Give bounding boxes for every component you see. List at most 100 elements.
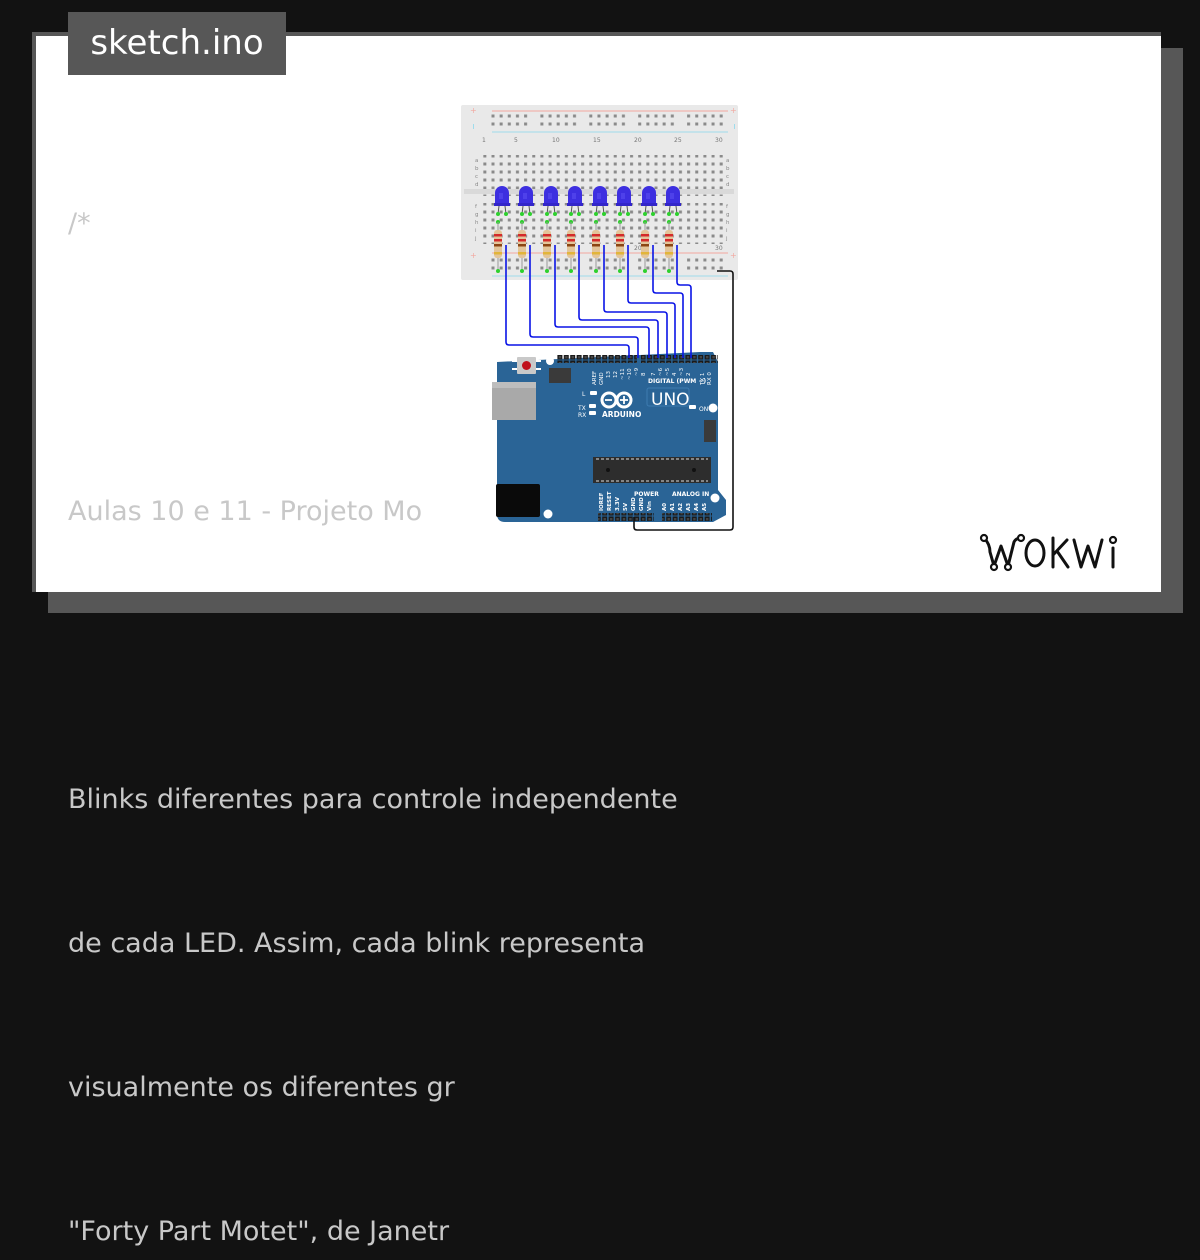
svg-text:GND: GND: [639, 497, 645, 511]
svg-text:5V: 5V: [623, 502, 629, 511]
svg-text:4: 4: [672, 372, 678, 376]
svg-text:IOREF: IOREF: [599, 492, 605, 511]
svg-text:h: h: [475, 220, 479, 226]
dc-jack-icon: [496, 484, 540, 517]
svg-text:~10: ~10: [627, 368, 633, 380]
led-icon[interactable]: [518, 186, 534, 216]
code-line: de cada LED. Assim, cada blink represent…: [68, 928, 646, 959]
svg-text:20: 20: [634, 137, 642, 144]
svg-text:g: g: [475, 212, 479, 218]
resistor-icon: [567, 220, 575, 273]
resistor-icon: [592, 220, 600, 273]
svg-text:A1: A1: [670, 503, 676, 511]
led-icon[interactable]: [592, 186, 608, 216]
svg-text:a: a: [726, 158, 729, 164]
svg-text:15: 15: [593, 137, 601, 144]
svg-text:RX: RX: [578, 412, 586, 419]
digital-header-left[interactable]: [557, 355, 637, 363]
svg-text:ANALOG IN: ANALOG IN: [672, 491, 709, 498]
svg-text:A2: A2: [678, 503, 684, 511]
resistor-icon: [665, 220, 673, 273]
svg-text:UNO: UNO: [651, 390, 690, 410]
led-icon[interactable]: [616, 186, 632, 216]
led-icon[interactable]: [665, 186, 681, 216]
wokwi-logo[interactable]: WOKWI: [978, 528, 1150, 576]
resistor-icon: [543, 220, 551, 273]
gnd-wire: [633, 270, 734, 531]
svg-text:GND: GND: [599, 372, 605, 385]
svg-text:13: 13: [606, 371, 612, 378]
svg-text:d: d: [475, 182, 479, 188]
svg-text:RESET: RESET: [607, 491, 613, 511]
svg-text:~5: ~5: [665, 367, 671, 376]
svg-text:A3: A3: [686, 503, 692, 511]
svg-text:f: f: [726, 204, 729, 210]
svg-text:WOKWI: WOKWI: [978, 528, 982, 529]
svg-text:30: 30: [715, 137, 723, 144]
svg-text:2: 2: [686, 373, 692, 377]
led-icon[interactable]: [494, 186, 510, 216]
svg-text:A0: A0: [662, 503, 668, 511]
svg-text:~11: ~11: [620, 368, 626, 380]
code-line: Blinks diferentes para controle independ…: [68, 784, 678, 815]
svg-text:TX: TX: [577, 405, 586, 412]
svg-text:Vin: Vin: [647, 501, 653, 511]
code-line: "Forty Part Motet", de Janetr: [68, 1216, 450, 1247]
svg-text:~6: ~6: [658, 367, 664, 376]
reset-button[interactable]: [512, 357, 541, 374]
digital-header-right[interactable]: [641, 355, 718, 363]
svg-text:i: i: [475, 228, 477, 234]
svg-text:AREF: AREF: [592, 371, 598, 385]
svg-text:7: 7: [651, 372, 657, 376]
svg-text:+: +: [730, 106, 737, 115]
svg-text:GND: GND: [631, 497, 637, 511]
svg-text:+: +: [470, 251, 477, 260]
svg-text:c: c: [475, 174, 478, 180]
resistor-icon: [616, 220, 624, 273]
signal-wires: [505, 245, 692, 358]
code-line: Aulas 10 e 11 - Projeto Mo: [68, 496, 423, 527]
led-icon[interactable]: [543, 186, 559, 216]
svg-text:5: 5: [514, 137, 518, 144]
arduino-uno-board[interactable]: AREF GND 13 12 ~11 ~10 ~9 8 7 ~6 ~5 4 ~3…: [492, 352, 726, 522]
svg-text:j: j: [725, 236, 728, 242]
svg-text:A5: A5: [702, 503, 708, 511]
svg-text:g: g: [726, 212, 730, 218]
code-line: [68, 632, 678, 680]
svg-text:i: i: [726, 228, 728, 234]
code-line: visualmente os diferentes gr: [68, 1072, 455, 1103]
led-icon[interactable]: [641, 186, 657, 216]
svg-text:30: 30: [715, 245, 723, 252]
svg-text:3.3V: 3.3V: [615, 496, 621, 511]
svg-text:POWER: POWER: [634, 491, 659, 498]
svg-text:L: L: [582, 391, 586, 398]
svg-text:~3: ~3: [679, 367, 685, 376]
svg-text:d: d: [726, 182, 730, 188]
svg-text:+: +: [730, 251, 737, 260]
arduino-infinity-logo: [600, 391, 633, 409]
svg-text:8: 8: [641, 372, 647, 376]
led-array: [494, 186, 681, 216]
svg-text:h: h: [726, 220, 730, 226]
icsp-header: [549, 368, 571, 383]
svg-text:b: b: [726, 166, 730, 172]
analog-header[interactable]: [662, 513, 712, 521]
svg-text:A4: A4: [694, 503, 700, 511]
led-icon[interactable]: [567, 186, 583, 216]
atmega-chip: [593, 457, 711, 483]
resistor-icon: [518, 220, 526, 273]
resistor-array: [494, 220, 673, 273]
svg-text:+: +: [470, 106, 477, 115]
svg-text:a: a: [475, 158, 478, 164]
file-tab[interactable]: sketch.ino: [68, 12, 286, 75]
svg-text:25: 25: [674, 137, 682, 144]
svg-text:j: j: [474, 236, 477, 242]
power-header[interactable]: [598, 513, 654, 521]
svg-text:ARDUINO: ARDUINO: [602, 410, 641, 419]
svg-text:1: 1: [482, 137, 486, 144]
svg-text:RX 0: RX 0: [707, 372, 713, 385]
svg-text:f: f: [475, 204, 478, 210]
resistor-icon: [494, 220, 502, 273]
svg-text:12: 12: [613, 371, 619, 378]
code-line: /*: [68, 208, 91, 239]
